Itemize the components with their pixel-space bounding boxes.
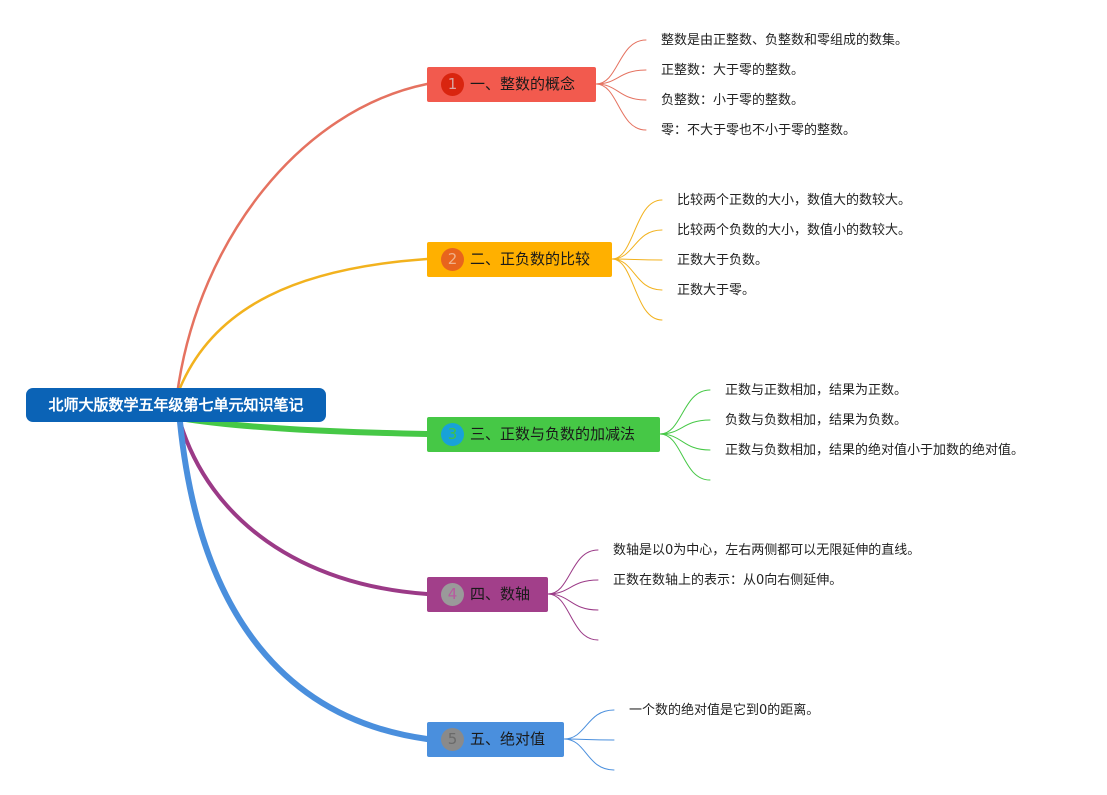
main-connector xyxy=(177,419,430,742)
leaf-positive-gt-negative[interactable]: 正数大于负数。 xyxy=(677,253,769,268)
leaf-integer-definition[interactable]: 整数是由正整数、负整数和零组成的数集。 xyxy=(661,33,909,48)
leaf-connector xyxy=(611,258,663,321)
leaf-connector xyxy=(659,433,711,481)
leaf-connector xyxy=(611,258,663,291)
leaf-compare-positive[interactable]: 比较两个正数的大小，数值大的数较大。 xyxy=(677,193,912,208)
leaf-connector xyxy=(595,39,647,85)
leaf-negative-integer[interactable]: 负整数：小于零的整数。 xyxy=(661,93,805,108)
leaf-connector xyxy=(659,389,711,435)
leaf-positive-on-number-line[interactable]: 正数在数轴上的表示：从0向右侧延伸。 xyxy=(613,573,843,588)
leaf-compare-negative[interactable]: 比较两个负数的大小，数值小的数较大。 xyxy=(677,223,912,238)
branch-label: 四、数轴 xyxy=(470,585,531,603)
leaf-absolute-value-definition[interactable]: 一个数的绝对值是它到0的距离。 xyxy=(629,703,820,718)
leaf-positive-integer[interactable]: 正整数：大于零的整数。 xyxy=(661,63,805,78)
leaf-connector xyxy=(563,709,615,740)
leaf-number-line-definition[interactable]: 数轴是以0为中心，左右两侧都可以无限延伸的直线。 xyxy=(613,543,921,558)
leaf-connector xyxy=(547,579,599,595)
number-badge: 5 xyxy=(441,728,464,751)
leaf-connector xyxy=(611,258,663,261)
main-connector xyxy=(176,82,429,390)
branch-label: 三、正数与负数的加减法 xyxy=(470,425,636,443)
leaf-connector xyxy=(563,738,615,771)
main-connector xyxy=(178,420,429,596)
leaf-connector xyxy=(611,229,663,260)
number-badge: 3 xyxy=(441,423,464,446)
root-node[interactable]: 北师大版数学五年级第七单元知识笔记 xyxy=(26,388,326,422)
leaf-neg-plus-neg[interactable]: 负数与负数相加，结果为负数。 xyxy=(725,413,908,428)
main-connector xyxy=(178,257,429,390)
branch-addition-subtraction[interactable]: 3 三、正数与负数的加减法 xyxy=(427,417,660,452)
branch-absolute-value[interactable]: 5 五、绝对值 xyxy=(427,722,564,757)
leaf-connector xyxy=(595,69,647,85)
branch-label: 五、绝对值 xyxy=(470,730,546,748)
leaf-zero[interactable]: 零：不大于零也不小于零的整数。 xyxy=(661,123,857,138)
leaf-connector xyxy=(595,83,647,101)
leaf-connector xyxy=(547,549,599,595)
number-badge: 4 xyxy=(441,583,464,606)
leaf-pos-plus-neg[interactable]: 正数与负数相加，结果的绝对值小于加数的绝对值。 xyxy=(725,443,1025,458)
number-badge: 1 xyxy=(441,73,464,96)
leaf-connector xyxy=(547,593,599,611)
branch-label: 二、正负数的比较 xyxy=(470,250,591,268)
leaf-connector xyxy=(547,593,599,641)
leaf-connector xyxy=(611,199,663,260)
branch-number-line[interactable]: 4 四、数轴 xyxy=(427,577,548,612)
leaf-connector xyxy=(563,738,615,741)
branch-label: 一、整数的概念 xyxy=(470,75,576,93)
leaf-connector xyxy=(659,433,711,451)
leaf-pos-plus-pos[interactable]: 正数与正数相加，结果为正数。 xyxy=(725,383,908,398)
number-badge: 2 xyxy=(441,248,464,271)
branch-number-comparison[interactable]: 2 二、正负数的比较 xyxy=(427,242,612,277)
leaf-connector xyxy=(595,83,647,131)
leaf-positive-gt-zero[interactable]: 正数大于零。 xyxy=(677,283,756,298)
branch-integer-concept[interactable]: 1 一、整数的概念 xyxy=(427,67,596,102)
leaf-connector xyxy=(659,419,711,435)
